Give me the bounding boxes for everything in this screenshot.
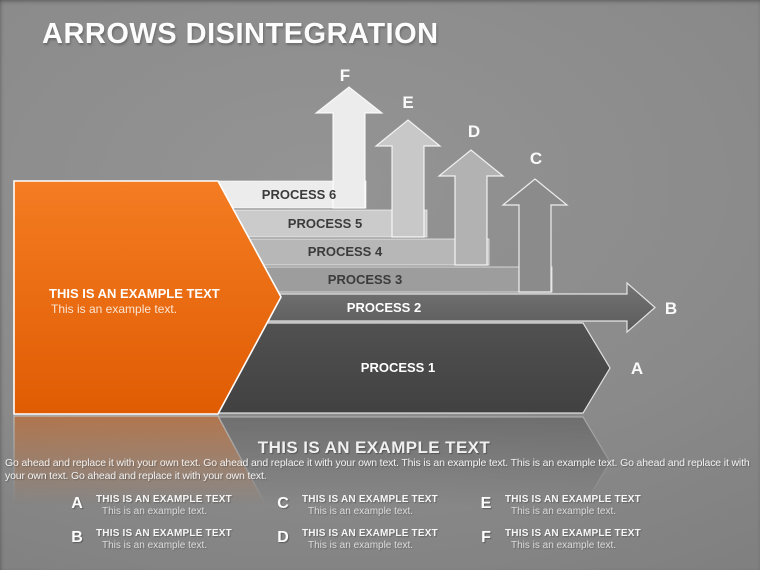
process-4-label: PROCESS 4 [308, 244, 383, 259]
arrow-letter-c: C [530, 149, 542, 168]
process-3-label: PROCESS 3 [328, 272, 402, 287]
legend-subtitle-e: This is an example text. [511, 506, 617, 517]
legend-letter-a: A [71, 495, 83, 512]
legend-title-f: THIS IS AN EXAMPLE TEXT [505, 528, 641, 539]
legend-title-c: THIS IS AN EXAMPLE TEXT [302, 494, 438, 505]
footer-heading: THIS IS AN EXAMPLE TEXT [257, 438, 491, 457]
arrow-letter-a: A [631, 359, 643, 378]
legend-subtitle-c: This is an example text. [308, 506, 414, 517]
legend: A THIS IS AN EXAMPLE TEXT This is an exa… [62, 494, 671, 562]
process-6-label: PROCESS 6 [262, 187, 336, 202]
legend-title-b: THIS IS AN EXAMPLE TEXT [96, 528, 232, 539]
legend-subtitle-a: This is an example text. [102, 506, 208, 517]
process-2-label: PROCESS 2 [347, 300, 421, 315]
legend-item-e: E THIS IS AN EXAMPLE TEXT This is an exa… [471, 494, 671, 528]
legend-title-e: THIS IS AN EXAMPLE TEXT [505, 494, 641, 505]
arrow-letter-e: E [402, 93, 413, 112]
up-arrow-d [437, 149, 505, 266]
process-bar-2 [199, 281, 656, 334]
orange-pentagon [13, 180, 282, 415]
legend-letter-c: C [277, 495, 289, 512]
arrow-letter-f: F [340, 66, 350, 85]
legend-subtitle-d: This is an example text. [308, 540, 414, 551]
up-arrow-e [374, 119, 442, 238]
process-5-label: PROCESS 5 [288, 216, 362, 231]
main-shape-subtitle: This is an example text. [51, 302, 177, 316]
process-1-label: PROCESS 1 [361, 360, 435, 375]
legend-title-d: THIS IS AN EXAMPLE TEXT [302, 528, 438, 539]
legend-subtitle-b: This is an example text. [102, 540, 208, 551]
legend-item-a: A THIS IS AN EXAMPLE TEXT This is an exa… [62, 494, 268, 528]
up-arrow-c [501, 178, 569, 293]
legend-letter-d: D [277, 529, 289, 546]
legend-item-c: C THIS IS AN EXAMPLE TEXT This is an exa… [268, 494, 471, 528]
arrow-letter-b: B [665, 299, 677, 318]
legend-letter-f: F [481, 529, 491, 546]
legend-item-d: D THIS IS AN EXAMPLE TEXT This is an exa… [268, 528, 471, 562]
main-shape-title: THIS IS AN EXAMPLE TEXT [49, 286, 220, 301]
legend-letter-e: E [480, 495, 492, 512]
arrow-letter-d: D [468, 122, 480, 141]
legend-title-a: THIS IS AN EXAMPLE TEXT [96, 494, 232, 505]
legend-subtitle-f: This is an example text. [511, 540, 617, 551]
footer-body: Go ahead and replace it with your own te… [5, 457, 750, 482]
up-arrow-f [314, 86, 384, 209]
page-title: ARROWS DISINTEGRATION [42, 18, 439, 50]
legend-letter-b: B [71, 529, 83, 546]
legend-item-f: F THIS IS AN EXAMPLE TEXT This is an exa… [471, 528, 671, 562]
legend-item-b: B THIS IS AN EXAMPLE TEXT This is an exa… [62, 528, 268, 562]
reflection [13, 415, 656, 570]
